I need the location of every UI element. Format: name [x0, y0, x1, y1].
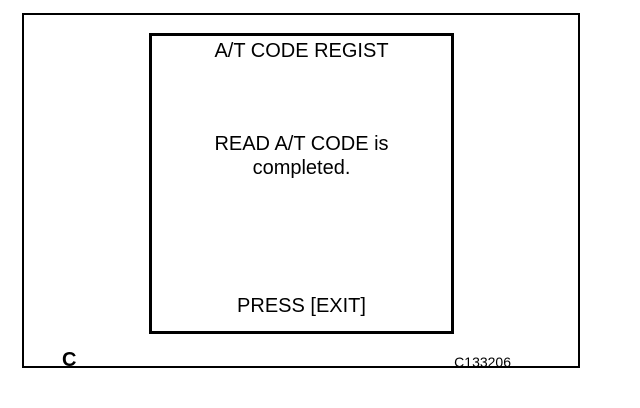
screen-message: READ A/T CODE is completed. [152, 132, 451, 180]
figure-label: C [62, 349, 77, 371]
tester-screen: A/T CODE REGIST READ A/T CODE is complet… [149, 33, 454, 334]
figure-code: C133206 [454, 354, 511, 370]
screen-message-line-2: completed. [252, 157, 351, 179]
screen-message-line-1: READ A/T CODE is [214, 133, 389, 155]
press-exit-prompt: PRESS [EXIT] [237, 295, 366, 317]
figure-frame: A/T CODE REGIST READ A/T CODE is complet… [22, 13, 580, 371]
screen-title: A/T CODE REGIST [214, 40, 389, 62]
